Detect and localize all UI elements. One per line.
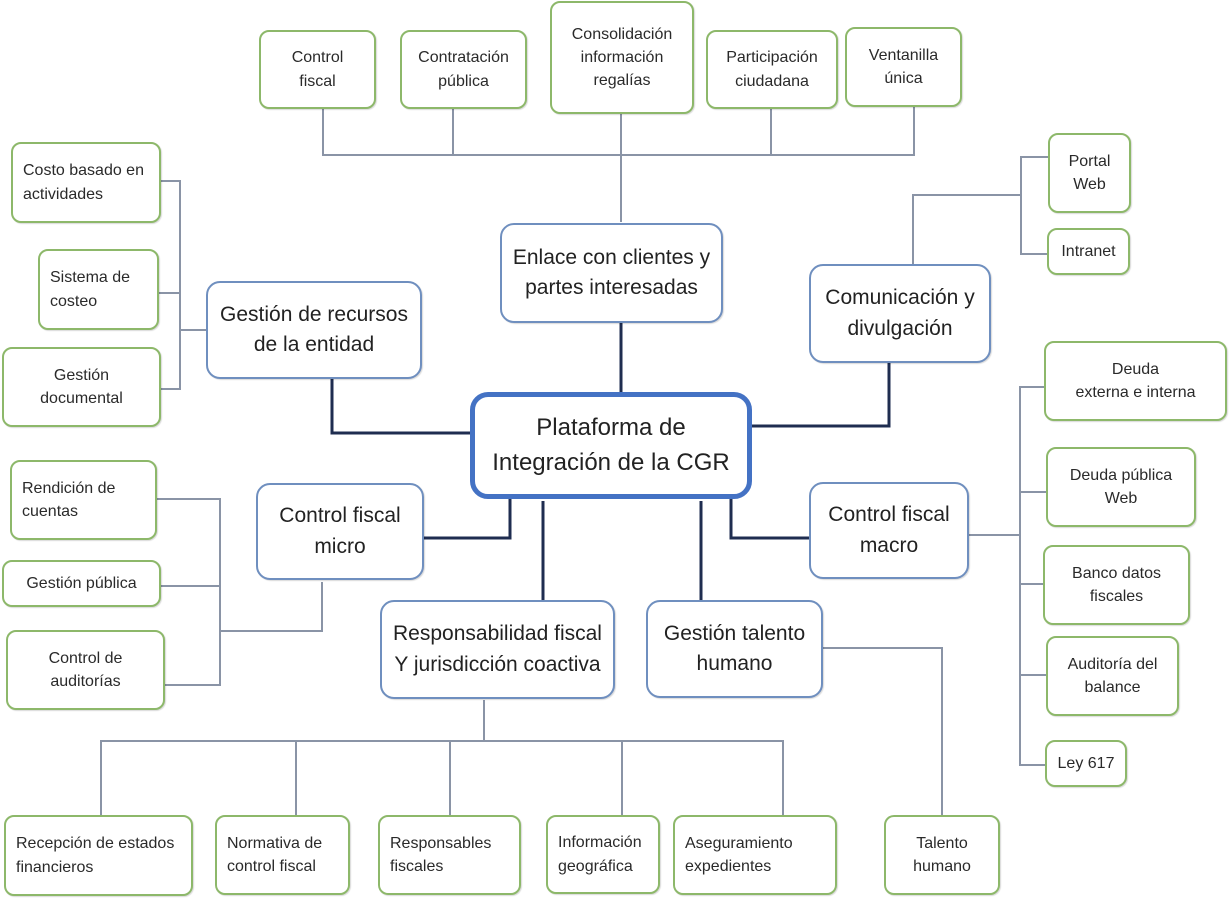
leaf-rendicion-cuentas[interactable]: Rendición de cuentas	[10, 460, 157, 540]
connector-responsabilidad-bus	[100, 740, 784, 815]
leaf-ventanilla-unica[interactable]: Ventanilla única	[845, 27, 962, 107]
leaf-intranet[interactable]: Intranet	[1047, 228, 1130, 275]
branch-gestion-talento-humano[interactable]: Gestión talento humano	[646, 600, 823, 698]
leaf-aseguramiento-expedientes[interactable]: Aseguramiento expedientes	[673, 815, 837, 895]
leaf-gestion-documental[interactable]: Gestión documental	[2, 347, 161, 427]
connector-micro-bus	[156, 498, 221, 686]
leaf-informacion-geografica[interactable]: Información geográfica	[546, 815, 660, 894]
connector-micro-branch	[220, 582, 323, 632]
connector-comunicacion-bus	[912, 194, 1021, 264]
leaf-contratacion-publica[interactable]: Contratación pública	[400, 30, 527, 109]
connector-portal-intranet	[1020, 156, 1049, 255]
branch-gestion-recursos[interactable]: Gestión de recursos de la entidad	[206, 281, 422, 379]
connector-micro-root	[424, 497, 512, 540]
leaf-control-auditorias[interactable]: Control de auditorías	[6, 630, 165, 710]
leaf-responsables-fiscales[interactable]: Responsables fiscales	[378, 815, 521, 895]
leaf-sistema-costeo[interactable]: Sistema de costeo	[38, 249, 159, 330]
leaf-participacion-ciudadana[interactable]: Participación ciudadana	[706, 30, 838, 109]
branch-enlace-clientes[interactable]: Enlace con clientes y partes interesadas	[500, 223, 723, 323]
leaf-recepcion-estados-financieros[interactable]: Recepción de estados financieros	[4, 815, 193, 896]
leaf-talento-humano[interactable]: Talento humano	[884, 815, 1000, 895]
leaf-gestion-publica[interactable]: Gestión pública	[2, 560, 161, 607]
branch-control-fiscal-macro[interactable]: Control fiscal macro	[809, 482, 969, 579]
connector-enlace-bus	[322, 106, 915, 156]
connector-talento-bus	[823, 647, 943, 815]
leaf-costo-actividades[interactable]: Costo basado en actividades	[11, 142, 161, 223]
leaf-auditoria-balance[interactable]: Auditoría del balance	[1046, 636, 1179, 716]
connector-macro-bus	[1019, 386, 1045, 766]
leaf-banco-datos-fiscales[interactable]: Banco datos fiscales	[1043, 545, 1190, 625]
leaf-ley-617[interactable]: Ley 617	[1045, 740, 1127, 787]
leaf-portal-web[interactable]: Portal Web	[1048, 133, 1131, 213]
root-node[interactable]: Plataforma de Integración de la CGR	[470, 392, 752, 499]
branch-control-fiscal-micro[interactable]: Control fiscal micro	[256, 483, 424, 580]
leaf-deuda-externa-interna[interactable]: Deuda externa e interna	[1044, 341, 1227, 421]
leaf-normativa-control-fiscal[interactable]: Normativa de control fiscal	[215, 815, 350, 895]
connector-recursos-root	[330, 378, 470, 435]
leaf-control-fiscal[interactable]: Control fiscal	[259, 30, 376, 109]
branch-comunicacion-divulgacion[interactable]: Comunicación y divulgación	[809, 264, 991, 363]
connector-macro-root	[729, 497, 810, 540]
leaf-deuda-publica-web[interactable]: Deuda pública Web	[1046, 447, 1196, 527]
leaf-consolidacion-regalias[interactable]: Consolidación información regalías	[550, 1, 694, 114]
connector-comunicacion-root	[752, 362, 891, 428]
connector-recursos-bus	[160, 180, 181, 390]
branch-responsabilidad-fiscal[interactable]: Responsabilidad fiscal Y jurisdicción co…	[380, 600, 615, 699]
